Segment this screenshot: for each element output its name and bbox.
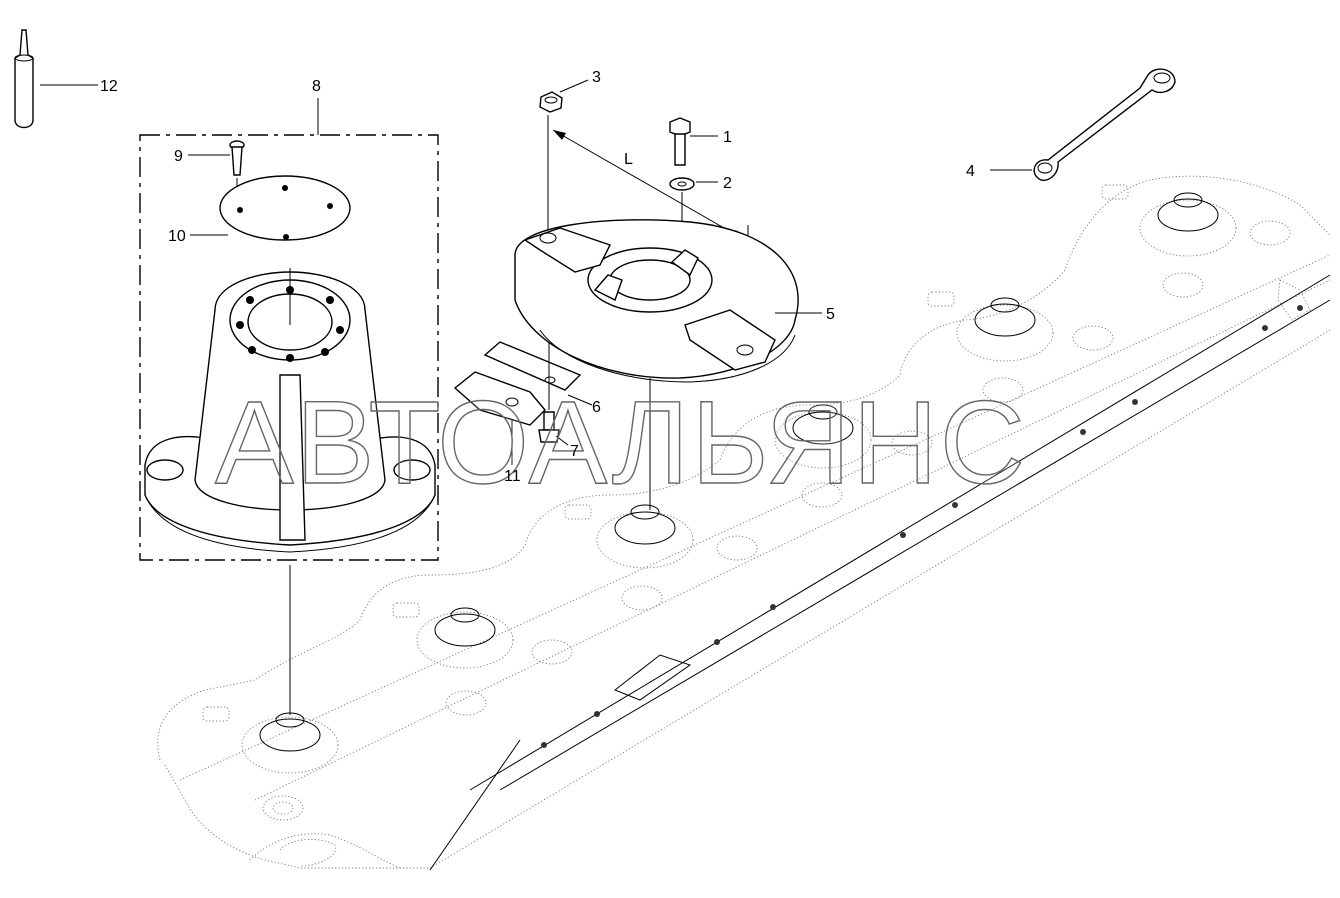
bolt-part-7 — [538, 342, 569, 446]
cone-drum — [144, 268, 436, 715]
callout-4: 4 — [966, 163, 975, 180]
callout-7: 7 — [570, 443, 579, 460]
callout-9: 9 — [174, 148, 183, 165]
dimension-l-label: L — [624, 151, 633, 168]
hub-4 — [774, 404, 933, 508]
cover-plate-part-10 — [190, 175, 351, 241]
grease-tube-part-12 — [14, 29, 98, 129]
callout-11: 11 — [504, 468, 521, 485]
hub-2 — [416, 607, 573, 716]
knife-part-6 — [483, 341, 593, 406]
callout-3: 3 — [592, 69, 601, 86]
wrench-part-4 — [990, 68, 1176, 181]
cutter-disc-part-5 — [514, 219, 822, 510]
callout-10: 10 — [168, 228, 186, 245]
callout-8: 8 — [312, 78, 321, 95]
knife-holder-part-11 — [453, 371, 546, 465]
callout-5: 5 — [826, 306, 835, 323]
callout-12: 12 — [100, 78, 118, 95]
callout-2: 2 — [723, 175, 732, 192]
callout-labels: 1 2 3 4 5 6 7 8 9 10 11 12 L — [100, 69, 975, 485]
hub-6 — [1139, 192, 1291, 298]
nut-part-3 — [539, 79, 589, 240]
hub-3 — [596, 504, 758, 611]
disc-hubs — [241, 192, 1291, 821]
hub-1 — [241, 712, 339, 821]
watermark-text: АВТОАЛЬЯНС — [215, 377, 1027, 509]
bolt-part-1 — [669, 117, 718, 166]
assembly-frame-part-8 — [139, 98, 439, 561]
hub-5 — [956, 297, 1114, 403]
callout-1: 1 — [723, 129, 732, 146]
cutter-bar — [157, 175, 1331, 871]
callout-6: 6 — [592, 399, 601, 416]
